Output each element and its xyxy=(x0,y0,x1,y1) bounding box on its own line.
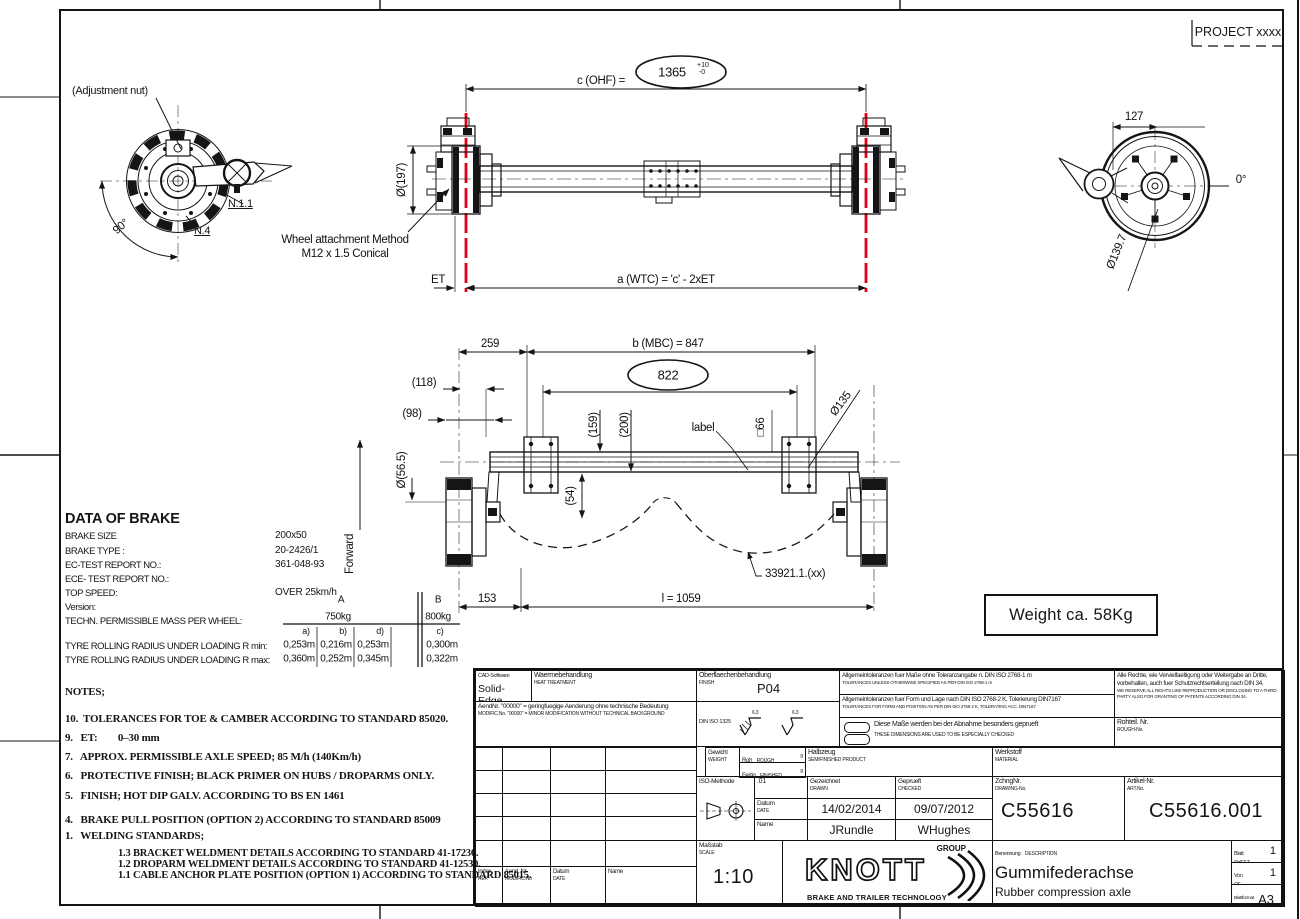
note-n11: N.1.1 xyxy=(228,198,253,210)
part-title-de: Gummifederachse xyxy=(995,863,1134,882)
project-box: PROJECT xxxx xyxy=(1192,18,1284,46)
finish-cell: Oberflaechenbehandlung FINISH P04 xyxy=(696,670,840,702)
adjustment-nut-label: (Adjustment nut) xyxy=(72,85,148,97)
checked-dims-legend-cell: Diese Maße werden bei der Abnahme besond… xyxy=(839,717,1115,747)
scale-cell: Maßstab SCALE 1:10 xyxy=(696,840,783,907)
plan-view-linework xyxy=(356,345,900,614)
sheet-size-cell: Blattformat SHEET SIZE A3 xyxy=(1231,884,1285,907)
name-label-cell: Name xyxy=(754,819,808,841)
knott-logo: GROUP KNOTT BRAKE AND TRAILER TECHNOLOGY xyxy=(783,841,992,906)
knott-logo-cell: GROUP KNOTT BRAKE AND TRAILER TECHNOLOGY xyxy=(782,840,993,907)
drawn-date-cell: 14/02/2014 xyxy=(807,798,896,820)
checked-date-cell: 09/07/2012 xyxy=(895,798,993,820)
article-number-cell: Artikel-Nr. ART.No. C55616.001 xyxy=(1124,776,1285,841)
date-label-cell: Datum DATE xyxy=(754,798,808,820)
cad-software-cell: CAD-Software Solid-Edge xyxy=(475,670,532,702)
revision-row xyxy=(475,770,697,794)
revision-col-divider xyxy=(502,747,503,867)
index-header-cell: Index REF. xyxy=(475,866,503,907)
sheet-cell: Blatt SHEET 1 xyxy=(1231,840,1285,863)
name-header-cell: Name xyxy=(605,866,697,907)
general-tolerance-cell-2: Allgemeintoleranzen fuer Form und Lage n… xyxy=(839,694,1115,718)
part-spec: 1500Kg A HUB xyxy=(995,901,1229,906)
weight-cell: Gewicht WEIGHT xyxy=(705,747,740,777)
drawn-label-cell: Gezeichnet DRAWN xyxy=(807,776,896,799)
revision-row xyxy=(475,793,697,817)
material-cell: Werkstoff MATERIAL xyxy=(992,747,1285,777)
surface-roughness-cell: DIN ISO 1325 6.3 6.3 xyxy=(696,701,840,747)
weight-note-box: Weight ca. 58Kg xyxy=(984,594,1158,636)
revision-col-divider xyxy=(550,747,551,867)
rough-weight-cell: Roh ROUGH g xyxy=(739,747,806,763)
end-view-linework xyxy=(1058,122,1229,292)
iso-method-cell: ISO-Methode xyxy=(696,776,755,841)
oval-symbol xyxy=(844,734,870,745)
modific-header-cell: Aend. Nr. MODIFIC.No xyxy=(502,866,551,907)
modification-note-cell: AendNr. "00000" = geringfuegige Aenderun… xyxy=(475,701,697,747)
semifinished-cell: Halbzeug SEMIFINISHED PRODUCT xyxy=(805,747,993,777)
date-header-cell: Datum DATE xyxy=(550,866,606,907)
revision-col-divider xyxy=(605,747,606,867)
of-cell: Von OF 1 xyxy=(1231,862,1285,885)
notes-title: NOTES; xyxy=(65,686,105,698)
description-cell: Benennung DESCRIPTION Gummifederachse Ru… xyxy=(992,840,1232,907)
revision-row xyxy=(475,747,697,771)
projection-symbol xyxy=(700,801,751,821)
brake-table-rules xyxy=(283,592,460,667)
dim-c-tolerance: +10 -0 xyxy=(697,62,709,76)
revision-cell: .01 xyxy=(754,776,808,799)
drawing-number-cell: ZchngNr. DRAWING-No. C55616 xyxy=(992,776,1125,841)
part-title-en: Rubber compression axle xyxy=(995,885,1132,899)
logo-swoosh-icon xyxy=(947,849,986,901)
rights-cell: Alle Rechte, wie Vervielfaeltigung oder … xyxy=(1114,670,1285,718)
checked-label-cell: Geprueft CHECKED xyxy=(895,776,993,799)
heat-treatment-cell: Waermebehandlung HEAT TREATMENT xyxy=(531,670,697,702)
general-tolerance-cell-1: Allgemeintoleranzen fuer Maße ohne Toler… xyxy=(839,670,1115,695)
project-label: PROJECT xxxx xyxy=(1194,25,1282,39)
rough-no-cell: Rohteil. Nr. ROUGH-No. xyxy=(1114,717,1285,747)
revision-row xyxy=(475,840,697,867)
roughness-symbols xyxy=(739,717,803,736)
detail-view-linework xyxy=(98,97,293,262)
drawn-name-cell: JRundle xyxy=(807,819,896,841)
title-block: CAD-Software Solid-Edge Waermebehandlung… xyxy=(473,668,1285,907)
front-view-linework xyxy=(407,55,906,292)
revision-row xyxy=(475,816,697,841)
note-n4: N.4 xyxy=(194,225,211,237)
oval-symbol xyxy=(844,722,870,733)
ref-number-label: 33921.1.(xx) xyxy=(765,568,826,580)
brake-data-title: DATA OF BRAKE xyxy=(65,511,180,527)
checked-name-cell: WHughes xyxy=(895,819,993,841)
